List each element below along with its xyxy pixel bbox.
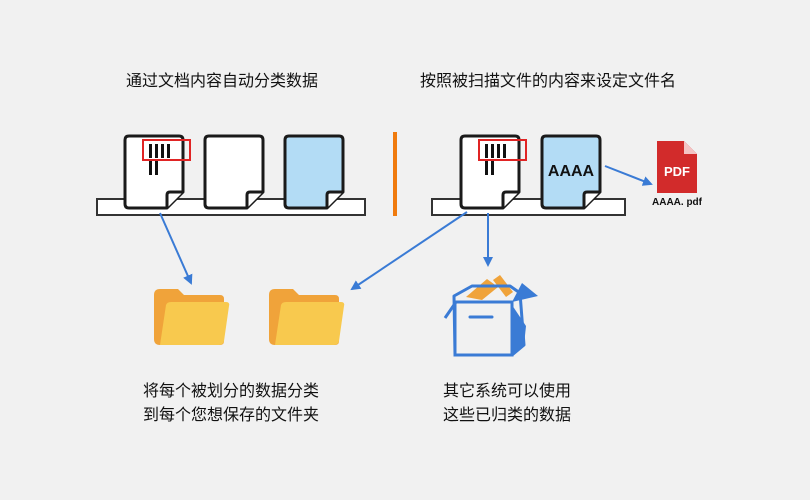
storage-box-icon xyxy=(443,275,538,357)
document-barcode-icon xyxy=(123,134,191,210)
left-title: 通过文档内容自动分类数据 xyxy=(126,71,319,90)
document-text-icon: AAAA xyxy=(540,134,602,210)
right-caption-line-2: 这些已归类的数据 xyxy=(443,405,572,424)
right-title: 按照被扫描文件的内容来设定文件名 xyxy=(420,71,677,90)
right-caption-line-1: 其它系统可以使用 xyxy=(443,381,572,400)
barcode-highlight-box xyxy=(142,139,191,161)
section-divider xyxy=(393,132,397,216)
folder-icon xyxy=(269,289,345,345)
barcode-mark xyxy=(485,144,506,175)
document-barcode-icon xyxy=(459,134,527,210)
arrow-to-pdf xyxy=(604,165,653,186)
barcode-mark xyxy=(149,144,170,175)
pdf-filename: AAAA. pdf xyxy=(652,197,702,208)
folder-icon xyxy=(154,289,230,345)
barcode-highlight-box xyxy=(478,139,527,161)
document-blank-icon xyxy=(283,134,345,210)
document-text: AAAA xyxy=(548,163,595,180)
arrow-to-folder-2 xyxy=(350,211,468,291)
pdf-icon-label: PDF xyxy=(664,164,690,179)
left-caption-line-2: 到每个您想保存的文件夹 xyxy=(143,405,320,424)
document-blank-icon xyxy=(203,134,265,210)
left-caption-line-1: 将每个被划分的数据分类 xyxy=(143,381,320,400)
pdf-file-icon: PDF xyxy=(657,141,697,193)
arrow-to-folder-1 xyxy=(159,212,193,285)
